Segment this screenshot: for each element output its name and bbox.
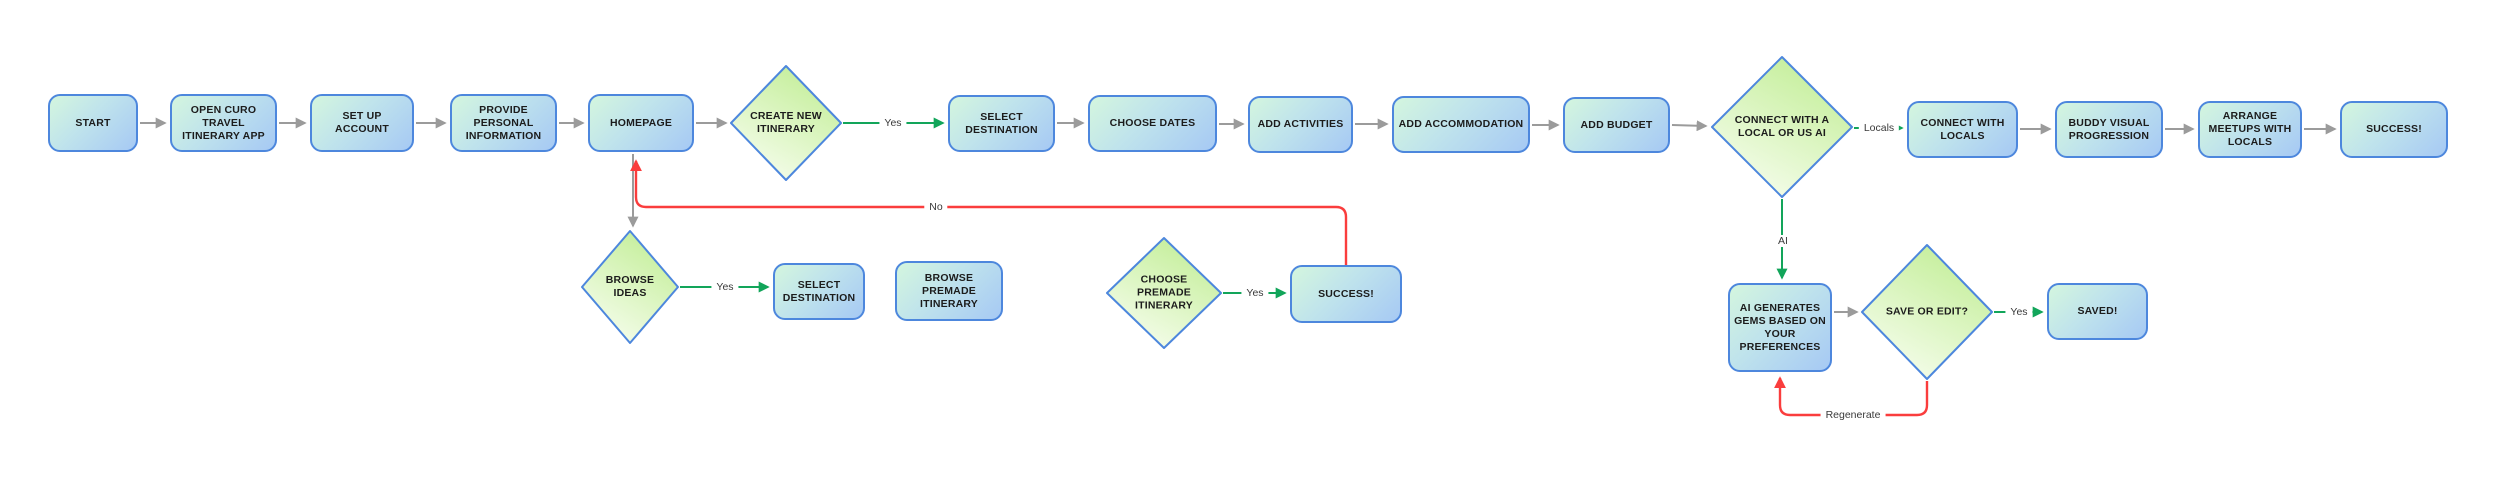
diamond-browse-ideas [581, 230, 679, 344]
node-connect-with-locals: CONNECT WITH LOCALS [1907, 101, 2018, 158]
label-create-new-itinerary: CREATE NEW ITINERARY [750, 110, 822, 135]
node-add-budget: ADD BUDGET [1563, 97, 1670, 153]
diamond-save-or-edit [1861, 244, 1993, 380]
node-homepage: HOMEPAGE [588, 94, 694, 152]
node-select-destination: SELECT DESTINATION [948, 95, 1055, 152]
node-add-activities: ADD ACTIVITIES [1248, 96, 1353, 153]
edge-label-yes-choose-premade: Yes [1241, 287, 1269, 299]
edge-label-ai: AI [1773, 235, 1793, 247]
edge-label-yes-save: Yes [2005, 306, 2033, 318]
label-connect-local-or-ai: CONNECT WITH A LOCAL OR US AI [1734, 114, 1830, 139]
arrow-no-back-to-homepage [630, 159, 1348, 265]
node-saved: SAVED! [2047, 283, 2148, 340]
edge-label-locals: Locals [1858, 122, 1900, 134]
node-set-up-account: SET UP ACCOUNT [310, 94, 414, 152]
diamond-choose-premade-itinerary [1106, 237, 1222, 349]
node-success-locals: SUCCESS! [2340, 101, 2448, 158]
node-browse-premade-itinerary: BROWSE PREMADE ITINERARY [895, 261, 1003, 321]
edge-label-no-return-home: No [924, 201, 948, 213]
node-ai-generates-gems: AI GENERATES GEMS BASED ON YOUR PREFEREN… [1728, 283, 1832, 372]
diamond-create-new-itinerary [730, 65, 842, 181]
node-add-accommodation: ADD ACCOMMODATION [1392, 96, 1530, 153]
node-success-premade: SUCCESS! [1290, 265, 1402, 323]
diamond-connect-local-or-ai [1711, 56, 1853, 198]
label-browse-ideas: BROWSE IDEAS [605, 274, 655, 299]
label-choose-premade-itinerary: CHOOSE PREMADE ITINERARY [1135, 273, 1193, 312]
node-open-curo-travel-itinerary-app: OPEN CURO TRAVEL ITINERARY APP [170, 94, 277, 152]
arrow-budget-to-connect-diamond [1671, 120, 1708, 132]
label-save-or-edit: SAVE OR EDIT? [1885, 305, 1969, 318]
node-choose-dates: CHOOSE DATES [1088, 95, 1217, 152]
node-start: START [48, 94, 138, 152]
node-buddy-visual-progression: BUDDY VISUAL PROGRESSION [2055, 101, 2163, 158]
node-select-destination-premade: SELECT DESTINATION [773, 263, 865, 320]
node-provide-personal-information: PROVIDE PERSONAL INFORMATION [450, 94, 557, 152]
node-arrange-meetups-with-locals: ARRANGE MEETUPS WITH LOCALS [2198, 101, 2302, 158]
edge-label-regenerate: Regenerate [1820, 409, 1886, 421]
edge-label-yes-browse-ideas: Yes [711, 281, 739, 293]
edge-label-yes-create-new: Yes [879, 117, 907, 129]
